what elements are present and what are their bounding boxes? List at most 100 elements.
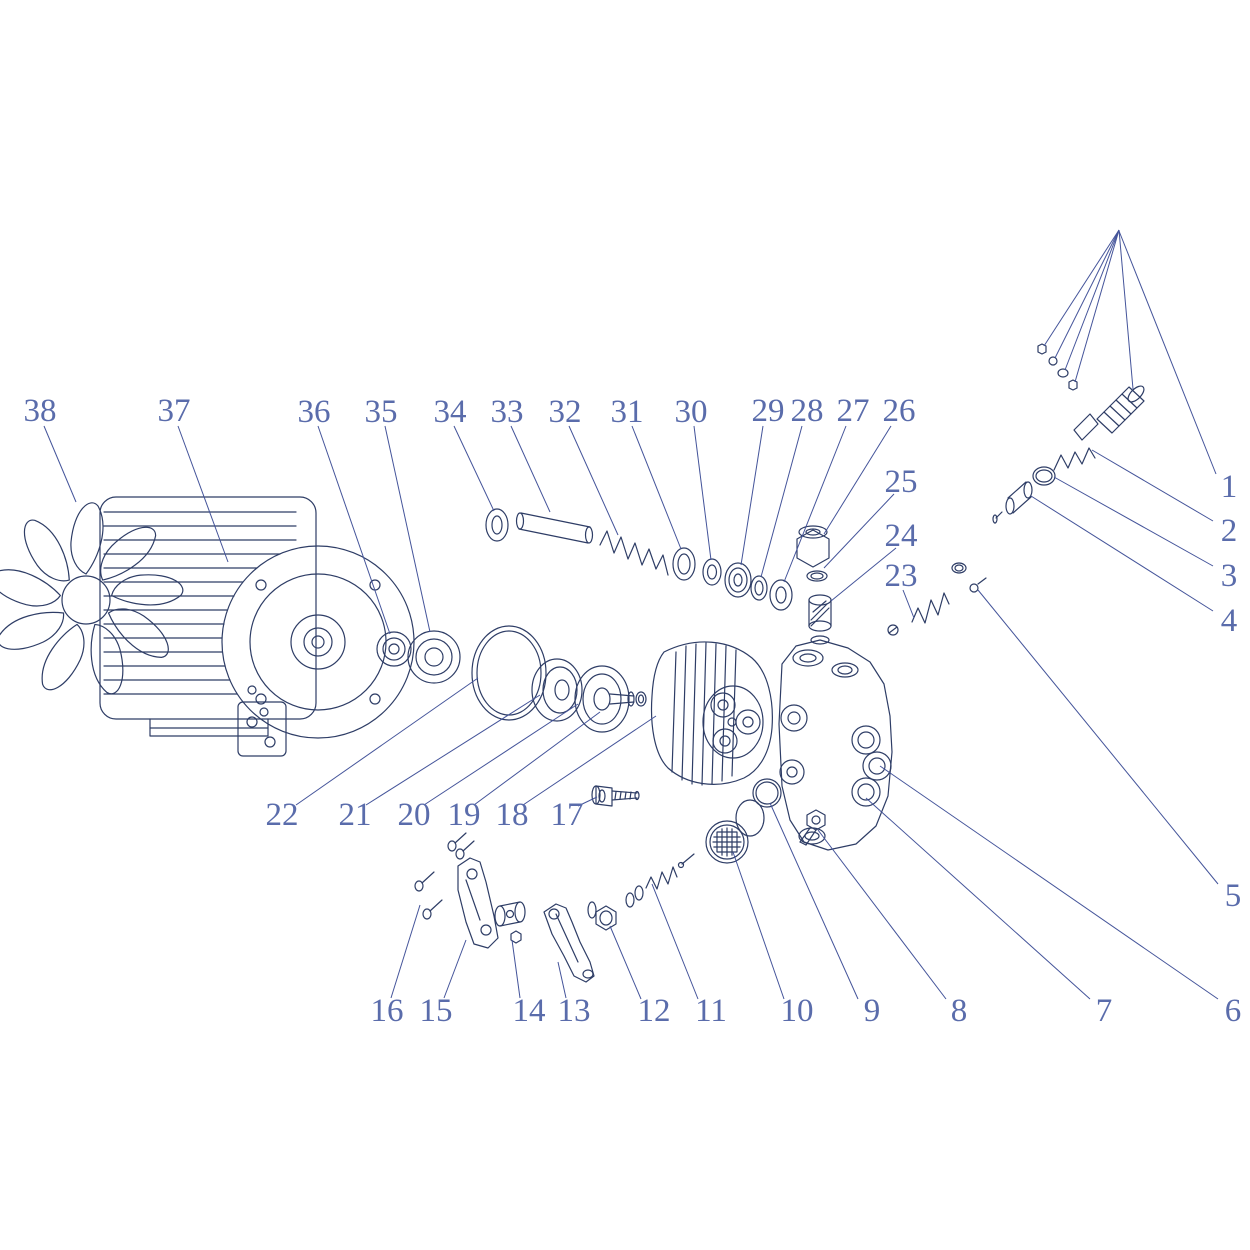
callout-15: 15 bbox=[420, 993, 453, 1029]
callout-20: 20 bbox=[398, 797, 431, 833]
callout-14: 14 bbox=[513, 993, 546, 1029]
wobble-plate bbox=[574, 665, 647, 733]
callout-25: 25 bbox=[885, 464, 918, 500]
leader-branch-3 bbox=[1064, 229, 1120, 371]
bearing-large bbox=[407, 630, 461, 684]
callout-24: 24 bbox=[885, 518, 918, 554]
leader-line-35 bbox=[384, 425, 431, 633]
motor bbox=[99, 496, 415, 757]
oil-seal bbox=[724, 562, 752, 598]
leader-line-2 bbox=[1091, 449, 1214, 522]
pump-head bbox=[778, 639, 893, 851]
callout-30: 30 bbox=[675, 394, 708, 430]
callout-labels: 1234567891011121314151617181920212223242… bbox=[24, 393, 1242, 1029]
leader-line-1 bbox=[1118, 230, 1217, 475]
callout-12: 12 bbox=[638, 993, 671, 1029]
leader-line-8 bbox=[817, 829, 947, 1000]
leader-branch-2 bbox=[1054, 229, 1120, 359]
leader-line-14 bbox=[511, 939, 521, 999]
callout-2: 2 bbox=[1221, 513, 1238, 549]
leader-line-7 bbox=[865, 797, 1091, 1000]
seal-ring-small bbox=[702, 558, 722, 586]
hex-nut bbox=[587, 901, 617, 931]
valve-spring-parts bbox=[625, 853, 695, 908]
piston-housing bbox=[650, 641, 773, 786]
leader-line-33 bbox=[510, 425, 551, 513]
mounting-screws bbox=[414, 832, 475, 920]
callout-38: 38 bbox=[24, 393, 57, 429]
hex-plug bbox=[796, 525, 830, 568]
leader-line-25 bbox=[823, 493, 895, 569]
leader-branch-4 bbox=[1074, 229, 1120, 383]
spring-washer bbox=[672, 547, 696, 581]
leader-line-3 bbox=[1053, 476, 1214, 567]
leader-line-32 bbox=[568, 425, 619, 536]
leader-line-6 bbox=[879, 765, 1219, 1000]
callout-4: 4 bbox=[1221, 603, 1238, 639]
fan-assembly bbox=[0, 502, 186, 698]
leader-line-24 bbox=[830, 547, 897, 602]
callout-6: 6 bbox=[1225, 993, 1242, 1029]
leader-branch-1 bbox=[1043, 229, 1120, 347]
callout-36: 36 bbox=[298, 394, 331, 430]
callout-8: 8 bbox=[951, 993, 968, 1029]
bracket bbox=[457, 857, 499, 949]
plug-o-ring bbox=[806, 570, 828, 582]
callout-18: 18 bbox=[496, 797, 529, 833]
leader-line-10 bbox=[732, 851, 785, 1000]
callout-34: 34 bbox=[434, 394, 467, 430]
piston-pin bbox=[515, 512, 594, 544]
inlet-filter bbox=[705, 799, 765, 864]
leader-line-38 bbox=[43, 425, 77, 503]
check-valve-parts bbox=[887, 562, 987, 636]
cap-washer bbox=[485, 508, 509, 542]
leader-line-26 bbox=[823, 425, 892, 535]
callout-13: 13 bbox=[558, 993, 591, 1029]
callout-5: 5 bbox=[1225, 878, 1242, 914]
leader-line-37 bbox=[177, 425, 229, 563]
leader-line-4 bbox=[1030, 495, 1214, 612]
leader-line-15 bbox=[443, 939, 467, 999]
spacer-block bbox=[494, 901, 526, 944]
callout-33: 33 bbox=[491, 394, 524, 430]
callout-35: 35 bbox=[365, 394, 398, 430]
callout-1: 1 bbox=[1221, 469, 1238, 505]
callout-11: 11 bbox=[695, 993, 727, 1029]
callout-29: 29 bbox=[752, 393, 785, 429]
leader-line-12 bbox=[609, 925, 642, 1000]
callout-17: 17 bbox=[551, 797, 584, 833]
leader-line-34 bbox=[453, 425, 495, 512]
leader-line-27 bbox=[783, 425, 847, 583]
callout-9: 9 bbox=[864, 993, 881, 1029]
leader-line-13 bbox=[557, 961, 567, 999]
socket-bolt bbox=[591, 785, 640, 807]
leader-line-23 bbox=[902, 589, 915, 619]
callout-27: 27 bbox=[837, 393, 870, 429]
leader-line-9 bbox=[769, 802, 859, 1000]
leader-line-11 bbox=[651, 883, 699, 1000]
callout-32: 32 bbox=[549, 394, 582, 430]
bearing-small bbox=[376, 631, 412, 667]
callout-21: 21 bbox=[339, 797, 372, 833]
callout-31: 31 bbox=[611, 394, 644, 430]
leader-line-36 bbox=[317, 425, 391, 635]
callout-19: 19 bbox=[448, 797, 481, 833]
diaphragm-disc bbox=[531, 658, 583, 722]
leader-line-17 bbox=[577, 796, 598, 807]
leader-lines bbox=[43, 229, 1219, 1000]
callout-3: 3 bbox=[1221, 558, 1238, 594]
leader-branch-5 bbox=[1118, 229, 1134, 390]
u-seal bbox=[769, 579, 793, 611]
callout-23: 23 bbox=[885, 558, 918, 594]
leader-line-21 bbox=[365, 694, 541, 806]
piston-spring bbox=[599, 530, 669, 576]
valve-cage bbox=[808, 594, 832, 645]
callout-16: 16 bbox=[371, 993, 404, 1029]
backing-ring bbox=[750, 575, 768, 601]
callout-28: 28 bbox=[791, 393, 824, 429]
inlet-o-ring bbox=[752, 778, 782, 808]
leader-line-22 bbox=[295, 677, 479, 806]
leader-line-16 bbox=[390, 904, 421, 999]
leader-line-18 bbox=[522, 715, 657, 806]
